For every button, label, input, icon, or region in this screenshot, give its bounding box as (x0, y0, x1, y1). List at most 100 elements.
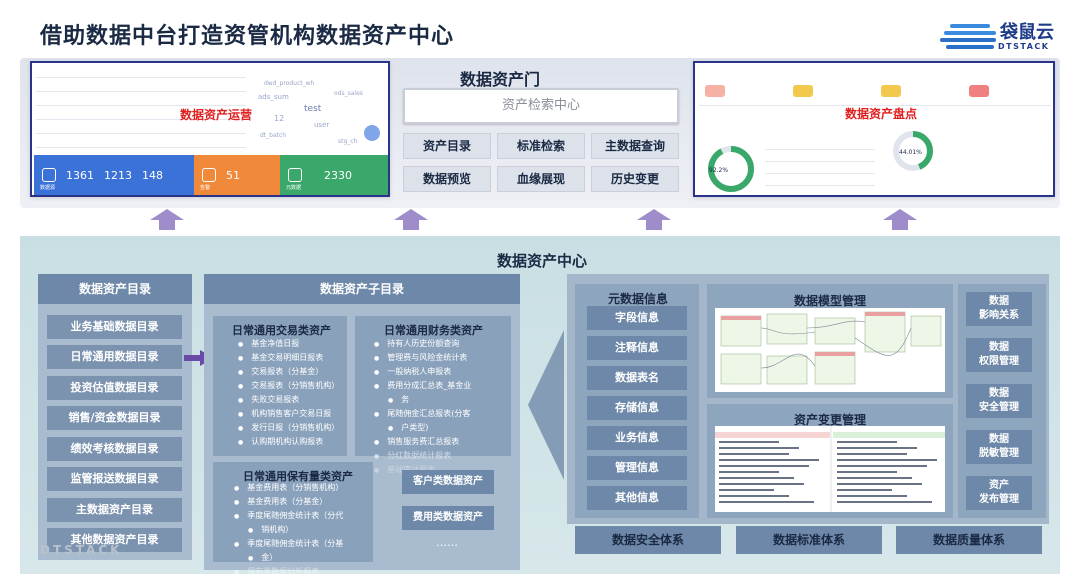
mini-row-divider (36, 105, 246, 106)
trade-asset-item: 机构销售客户交易日报 (238, 408, 331, 419)
standard-system-button[interactable]: 数据标准体系 (736, 526, 882, 554)
portal-button-master-data[interactable]: 主数据查询 (591, 133, 679, 159)
finance-asset-item: 费用分成汇总表_基金业 (374, 380, 471, 391)
portal-button-standard-search[interactable]: 标准检索 (497, 133, 585, 159)
left-arrow-icon (528, 330, 564, 480)
metadata-icon (288, 168, 302, 182)
portal-button-history[interactable]: 历史变更 (591, 166, 679, 192)
stat-card-metadata: 2330 元数据 (280, 155, 388, 195)
inventory-label: 数据资产盘点 (845, 107, 918, 121)
fee-assets-button[interactable]: 费用类数据资产 (402, 506, 494, 530)
governance-item-masking[interactable]: 数据 脱敏管理 (966, 430, 1032, 464)
mini-row-divider (765, 185, 875, 186)
trade-asset-item: 基金交易明细日报表 (238, 352, 323, 363)
svg-text:stg_ch: stg_ch (338, 138, 358, 145)
inventory-icon (705, 85, 725, 97)
metadata-item[interactable]: 其他信息 (587, 486, 687, 510)
portal-button-lineage[interactable]: 血缘展现 (497, 166, 585, 192)
catalog-head: 数据资产目录 (38, 274, 192, 304)
governance-item-publish[interactable]: 资产 发布管理 (966, 476, 1032, 510)
svg-text:12: 12 (274, 114, 284, 123)
stat-label: 元数据 (286, 185, 302, 191)
metadata-item[interactable]: 数据表名 (587, 366, 687, 390)
alert-icon (202, 168, 216, 182)
page-title: 借助数据中台打造资管机构数据资产中心 (40, 24, 455, 49)
logo-subtext: DTSTACK (998, 42, 1050, 51)
customer-assets-button[interactable]: 客户类数据资产 (402, 470, 494, 494)
asset-center-title: 数据资产中心 (497, 252, 588, 270)
word-cloud-graphic: dwd_product_wh ads_sum test 12 user dt_b… (258, 80, 380, 145)
code-diff-view (715, 426, 945, 512)
mini-row-divider (765, 173, 875, 174)
metadata-item[interactable]: 管理信息 (587, 456, 687, 480)
security-system-button[interactable]: 数据安全体系 (575, 526, 721, 554)
asset-search-center[interactable]: 资产检索中心 (403, 88, 679, 124)
finance-asset-item-cont: 务 (374, 394, 409, 405)
trade-asset-item: 交易报表（分基金） (238, 366, 323, 377)
finance-asset-item: 一般纳税人申报表 (374, 366, 451, 377)
trade-asset-item: 发行日报（分销售机构） (238, 422, 339, 433)
svg-text:dt_batch: dt_batch (260, 132, 286, 139)
metadata-item[interactable]: 业务信息 (587, 426, 687, 450)
mini-row-divider (36, 147, 246, 148)
holding-asset-item-cont: 销机构） (234, 524, 293, 535)
mini-row-divider (36, 77, 246, 78)
gauge-chart (708, 146, 754, 192)
finance-asset-item: 管理费与风险金统计表 (374, 352, 467, 363)
mini-row-divider (699, 105, 1051, 106)
watermark: DTSTACK (40, 543, 123, 557)
holding-asset-item: 基金费用表（分基金） (234, 496, 327, 507)
gauge-value: 44.01% (899, 149, 922, 156)
finance-asset-item: 尾随佣金汇总报表(分客 (374, 408, 470, 419)
catalog-item[interactable]: 日常通用数据目录 (47, 345, 182, 369)
catalog-item[interactable]: 投资估值数据目录 (47, 376, 182, 400)
metadata-title: 元数据信息 (608, 292, 669, 306)
stat-value: 148 (142, 168, 163, 182)
dtstack-logo-icon (940, 24, 996, 49)
holding-asset-item: 季度尾随佣金统计表（分代 (234, 510, 343, 521)
stat-label: 告警 (200, 185, 211, 191)
quality-system-button[interactable]: 数据质量体系 (896, 526, 1042, 554)
subcatalog-head: 数据资产子目录 (204, 274, 520, 304)
inventory-icon (793, 85, 813, 97)
data-model-diagram (715, 308, 945, 392)
metadata-item[interactable]: 字段信息 (587, 306, 687, 330)
holding-asset-item: 保有量数据分析报表 (234, 566, 319, 577)
catalog-item[interactable]: 销售/资金数据目录 (47, 406, 182, 430)
trade-asset-item: 交易报表（分销售机构） (238, 380, 339, 391)
governance-item-permission[interactable]: 数据 权限管理 (966, 338, 1032, 372)
catalog-item[interactable]: 业务基础数据目录 (47, 315, 182, 339)
portal-button-preview[interactable]: 数据预览 (403, 166, 491, 192)
mini-row-divider (36, 119, 246, 120)
holding-asset-item: 基金费用表（分销售机构） (234, 482, 343, 493)
catalog-item[interactable]: 其他数据资产目录 (47, 528, 182, 552)
more-ellipsis: …… (436, 536, 458, 549)
svg-text:dwd_product_wh: dwd_product_wh (264, 80, 315, 87)
gauge-value: 92.2% (709, 167, 729, 174)
finance-asset-item: 分红数据统计报表 (374, 450, 451, 461)
inventory-icon (881, 85, 901, 97)
mini-row-divider (36, 133, 246, 134)
stat-value: 51 (226, 168, 240, 182)
portal-title: 数据资产门 (460, 70, 541, 89)
mini-row-divider (765, 161, 875, 162)
finance-asset-item-cont: 户类型) (374, 422, 428, 433)
operations-label: 数据资产运营 (180, 108, 253, 122)
metadata-item[interactable]: 注释信息 (587, 336, 687, 360)
stat-value: 1213 (104, 168, 132, 182)
svg-text:user: user (314, 121, 329, 129)
stats-bar: 1361 1213 148 数据源 51 告警 2330 元数据 (34, 155, 388, 195)
governance-item-security[interactable]: 数据 安全管理 (966, 384, 1032, 418)
stat-value: 1361 (66, 168, 94, 182)
stat-value: 2330 (324, 168, 352, 182)
metadata-item[interactable]: 存储信息 (587, 396, 687, 420)
catalog-item[interactable]: 绩效考核数据目录 (47, 437, 182, 461)
asset-change-title: 资产变更管理 (794, 413, 867, 427)
governance-item-impact[interactable]: 数据 影响关系 (966, 292, 1032, 326)
portal-button-catalog[interactable]: 资产目录 (403, 133, 491, 159)
catalog-item[interactable]: 主数据资产目录 (47, 498, 182, 522)
database-icon (42, 168, 56, 182)
finance-assets-title: 日常通用财务类资产 (384, 324, 483, 337)
catalog-item[interactable]: 监管报送数据目录 (47, 467, 182, 491)
svg-text:test: test (304, 104, 322, 114)
